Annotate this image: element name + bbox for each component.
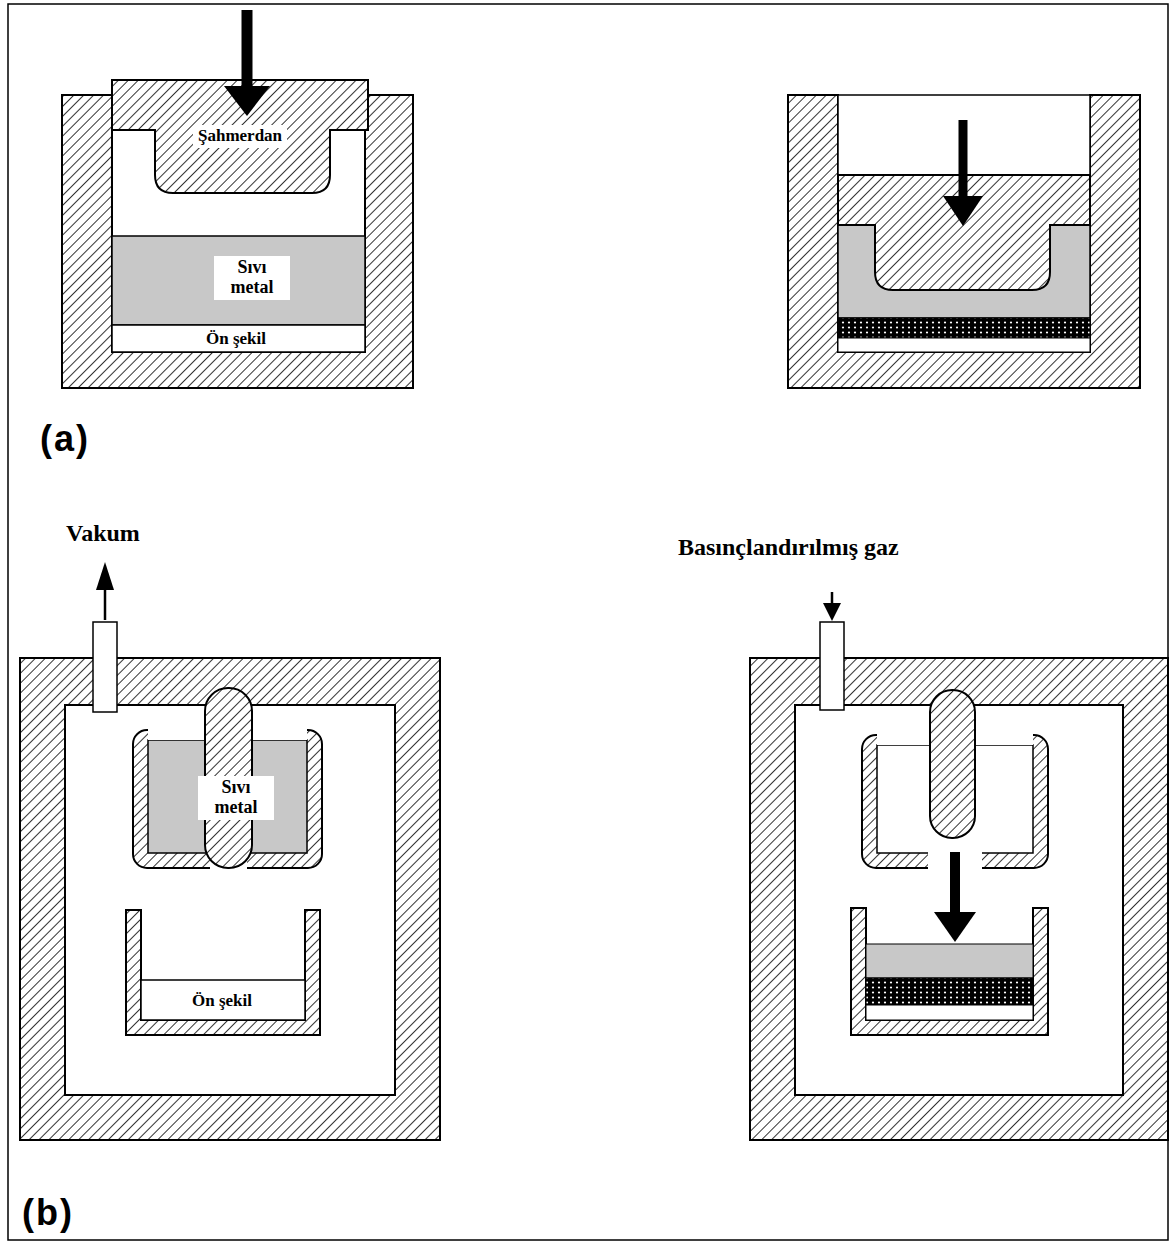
figure-label: (b) bbox=[22, 1192, 74, 1234]
figure-label: (a) bbox=[40, 418, 90, 460]
node-text: Şahmerdan bbox=[198, 127, 282, 146]
preform-label: Ön şekil bbox=[201, 328, 271, 351]
node-text: Sıvı metal bbox=[219, 258, 285, 298]
liquid-metal-label: Sıvı metal bbox=[198, 776, 274, 820]
pressurized-gas-label: Basınçlandırılmış gaz bbox=[678, 534, 899, 561]
press-right bbox=[788, 95, 1140, 388]
node-text: Ön şekil bbox=[206, 330, 266, 349]
liquid-metal-label: Sıvı metal bbox=[214, 256, 290, 300]
node-text: Sıvı metal bbox=[203, 778, 269, 818]
chamber-left bbox=[20, 562, 440, 1140]
vacuum-label: Vakum bbox=[66, 520, 140, 547]
preform-label: Ön şekil bbox=[187, 990, 257, 1013]
ram-label: Şahmerdan bbox=[193, 125, 287, 148]
chamber-right bbox=[750, 592, 1168, 1140]
press-left bbox=[62, 10, 413, 388]
frame bbox=[8, 4, 1168, 1240]
node-text: Ön şekil bbox=[192, 992, 252, 1011]
